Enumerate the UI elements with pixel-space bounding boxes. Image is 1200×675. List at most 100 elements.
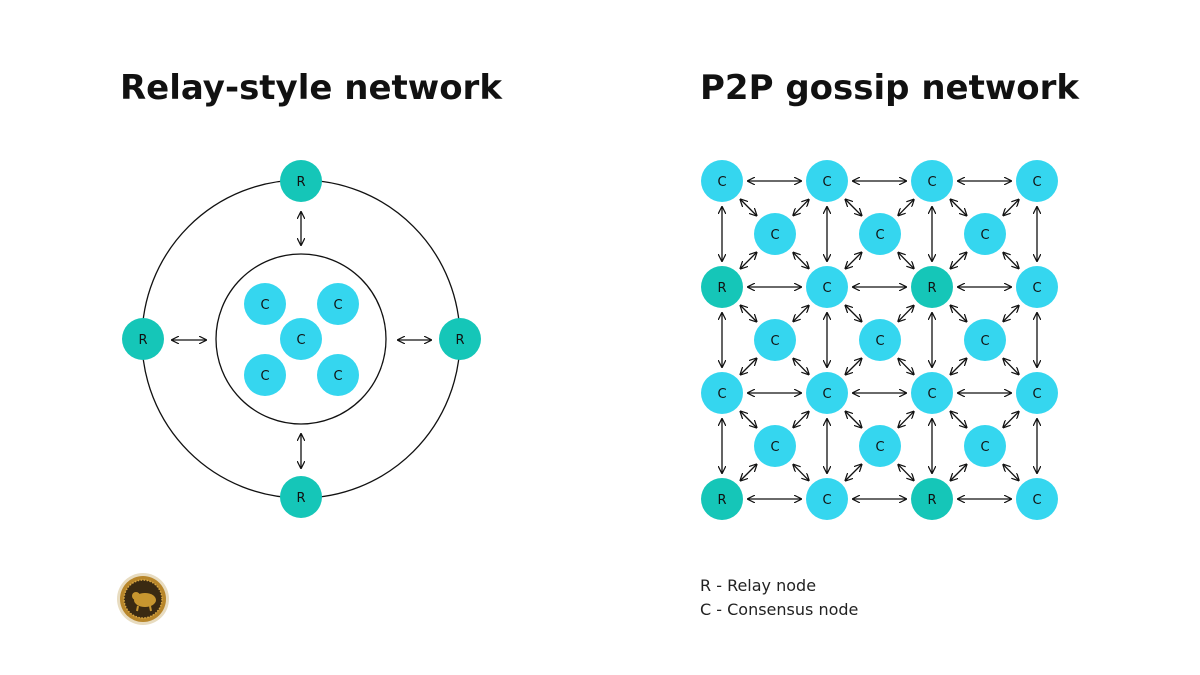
node-label: C (875, 440, 884, 455)
legend-relay: R - Relay node (700, 576, 817, 595)
node-label: C (1032, 281, 1041, 296)
gossip-link-diag (845, 411, 861, 427)
node-label: R (927, 493, 936, 508)
node-label: C (1032, 387, 1041, 402)
node-label: R (927, 281, 936, 296)
gossip-link-diag (1003, 306, 1019, 322)
node-label: R (296, 175, 305, 190)
node-label: R (138, 333, 147, 348)
consensus-node-grid: C (806, 478, 848, 520)
node-label: C (980, 440, 989, 455)
node-label: C (822, 281, 831, 296)
legend: R - Relay node C - Consensus node (700, 574, 858, 622)
gossip-link-diag (845, 358, 861, 374)
gossip-link-diag (1003, 412, 1019, 428)
consensus-node-grid: C (806, 160, 848, 202)
node-label: R (455, 333, 464, 348)
relay-network-title: Relay-style network (120, 68, 502, 108)
node-label: C (717, 387, 726, 402)
gossip-link-diag (898, 465, 914, 481)
consensus-node-grid: C (1016, 266, 1058, 308)
gossip-link-diag (740, 358, 756, 374)
consensus-node-grid: C (701, 372, 743, 414)
gossip-link-diag (898, 253, 914, 269)
node-label: C (717, 175, 726, 190)
relay-node-right: R (439, 318, 481, 360)
node-label: C (260, 369, 269, 384)
gossip-link-diag (793, 359, 809, 375)
consensus-node-mid: C (754, 425, 796, 467)
consensus-node-grid: C (701, 160, 743, 202)
consensus-node-grid: C (806, 372, 848, 414)
node-label: R (296, 491, 305, 506)
consensus-node-1: C (244, 283, 286, 325)
relay-node-grid: R (701, 266, 743, 308)
consensus-node-5: C (317, 354, 359, 396)
gossip-link-diag (793, 465, 809, 481)
consensus-node-mid: C (964, 425, 1006, 467)
gossip-link-diag (793, 306, 809, 322)
gossip-link-diag (1003, 359, 1019, 375)
node-label: C (770, 228, 779, 243)
relay-node-top: R (280, 160, 322, 202)
consensus-node-mid: C (964, 319, 1006, 361)
gossip-link-diag (950, 464, 966, 480)
relay-node-bottom: R (280, 476, 322, 518)
gossip-link-diag (898, 359, 914, 375)
coin-logo-icon (117, 573, 169, 625)
consensus-node-grid: C (911, 372, 953, 414)
relay-node-grid: R (701, 478, 743, 520)
relay-node-grid: R (911, 266, 953, 308)
gossip-link-diag (740, 411, 756, 427)
gossip-link-diag (950, 305, 966, 321)
consensus-node-3: C (280, 318, 322, 360)
consensus-node-mid: C (859, 319, 901, 361)
relay-node-grid: R (911, 478, 953, 520)
node-label: C (822, 387, 831, 402)
gossip-link-diag (740, 252, 756, 268)
node-label: C (296, 333, 305, 348)
consensus-node-grid: C (1016, 478, 1058, 520)
gossip-link-diag (898, 306, 914, 322)
node-label: C (927, 387, 936, 402)
gossip-link-diag (898, 200, 914, 216)
gossip-link-diag (1003, 465, 1019, 481)
inner-ring (215, 253, 387, 425)
gossip-link-diag (740, 199, 756, 215)
gossip-link-diag (845, 252, 861, 268)
consensus-node-2: C (317, 283, 359, 325)
gossip-link-diag (793, 412, 809, 428)
node-label: C (822, 175, 831, 190)
consensus-node-mid: C (754, 319, 796, 361)
gossip-link-diag (793, 200, 809, 216)
gossip-link-diag (898, 412, 914, 428)
gossip-link-diag (1003, 253, 1019, 269)
node-label: C (927, 175, 936, 190)
consensus-node-4: C (244, 354, 286, 396)
relay-node-left: R (122, 318, 164, 360)
consensus-node-grid: C (1016, 372, 1058, 414)
gossip-link-diag (1003, 200, 1019, 216)
node-label: C (1032, 493, 1041, 508)
gossip-link-diag (845, 305, 861, 321)
node-label: C (980, 334, 989, 349)
node-label: C (333, 369, 342, 384)
p2p-network-title: P2P gossip network (700, 68, 1079, 108)
gossip-link-diag (845, 464, 861, 480)
gossip-link-diag (950, 252, 966, 268)
gossip-link-diag (845, 199, 861, 215)
node-label: C (875, 228, 884, 243)
gossip-link-diag (950, 199, 966, 215)
node-label: C (770, 334, 779, 349)
consensus-node-mid: C (964, 213, 1006, 255)
node-label: C (875, 334, 884, 349)
gossip-link-diag (740, 464, 756, 480)
node-label: R (717, 493, 726, 508)
gossip-link-diag (950, 411, 966, 427)
legend-consensus: C - Consensus node (700, 600, 859, 619)
node-label: C (1032, 175, 1041, 190)
node-label: C (260, 298, 269, 313)
